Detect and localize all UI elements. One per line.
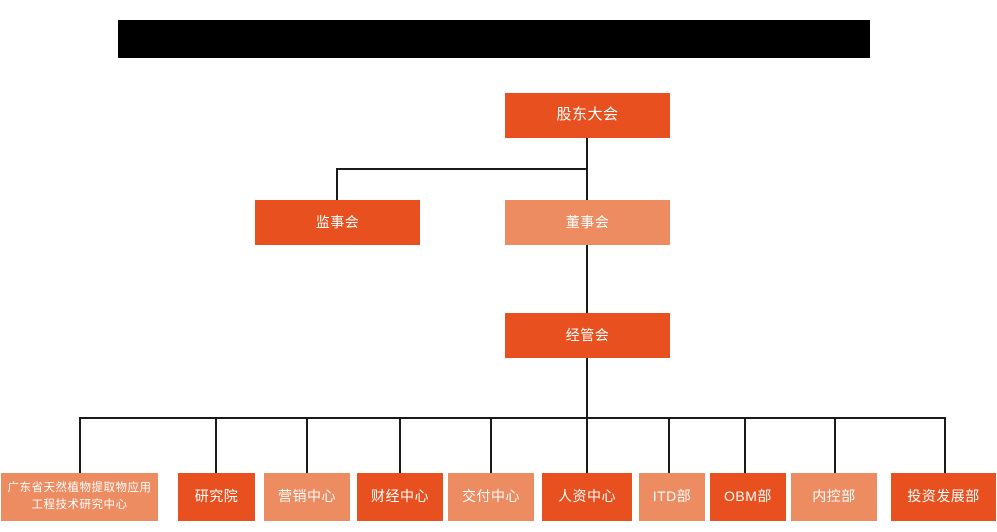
redacted-title-bar xyxy=(118,20,870,58)
node-label: 财经中心 xyxy=(371,488,429,505)
connector-drop-investment-development-dept xyxy=(944,417,946,473)
connector-supervisors-drop xyxy=(336,168,338,200)
connector-management-to-bus xyxy=(586,358,588,418)
node-label: 研究院 xyxy=(194,488,239,505)
node-investment-development-dept[interactable]: 投资发展部 xyxy=(891,473,996,521)
node-marketing-center[interactable]: 营销中心 xyxy=(264,473,350,521)
node-label: 营销中心 xyxy=(278,488,336,505)
node-label: 董事会 xyxy=(565,213,610,230)
connector-directors-to-management xyxy=(586,245,588,313)
connector-department-bus xyxy=(79,417,946,419)
connector-drop-finance-center xyxy=(399,417,401,473)
node-management-committee[interactable]: 经管会 xyxy=(505,313,670,358)
node-label: 经管会 xyxy=(565,326,610,343)
connector-drop-hr-center xyxy=(586,417,588,473)
node-board-of-supervisors[interactable]: 监事会 xyxy=(255,200,420,245)
node-label: 交付中心 xyxy=(462,488,520,505)
connector-shareholders-to-supervisors-horizontal xyxy=(336,168,588,170)
connector-drop-marketing-center xyxy=(306,417,308,473)
connector-drop-internal-control-dept xyxy=(834,417,836,473)
node-itd-dept[interactable]: ITD部 xyxy=(639,473,705,521)
node-label: ITD部 xyxy=(652,488,692,505)
connector-drop-delivery-center xyxy=(490,417,492,473)
node-label: 投资发展部 xyxy=(907,488,980,505)
connector-drop-gd-research-center xyxy=(79,417,81,473)
node-label: 广东省天然植物提取物应用工程技术研究中心 xyxy=(7,482,152,511)
connector-drop-research-institute xyxy=(215,417,217,473)
node-label: 股东大会 xyxy=(556,106,619,124)
node-label: 人资中心 xyxy=(558,488,616,505)
node-board-of-directors[interactable]: 董事会 xyxy=(505,200,670,245)
node-label: OBM部 xyxy=(724,488,772,505)
node-internal-control-dept[interactable]: 内控部 xyxy=(791,473,877,521)
node-finance-center[interactable]: 财经中心 xyxy=(357,473,443,521)
connector-directors-drop xyxy=(586,168,588,200)
node-research-institute[interactable]: 研究院 xyxy=(178,473,255,521)
connector-drop-obm-dept xyxy=(744,417,746,473)
node-hr-center[interactable]: 人资中心 xyxy=(542,473,632,521)
connector-drop-itd-dept xyxy=(668,417,670,473)
node-delivery-center[interactable]: 交付中心 xyxy=(448,473,534,521)
node-shareholders-meeting[interactable]: 股东大会 xyxy=(505,93,670,138)
node-gd-natural-plant-extract-research-center[interactable]: 广东省天然植物提取物应用工程技术研究中心 xyxy=(1,473,158,521)
node-label: 内控部 xyxy=(812,488,856,505)
node-label: 监事会 xyxy=(315,213,360,230)
node-obm-dept[interactable]: OBM部 xyxy=(710,473,786,521)
connector-shareholders-down xyxy=(586,138,588,170)
